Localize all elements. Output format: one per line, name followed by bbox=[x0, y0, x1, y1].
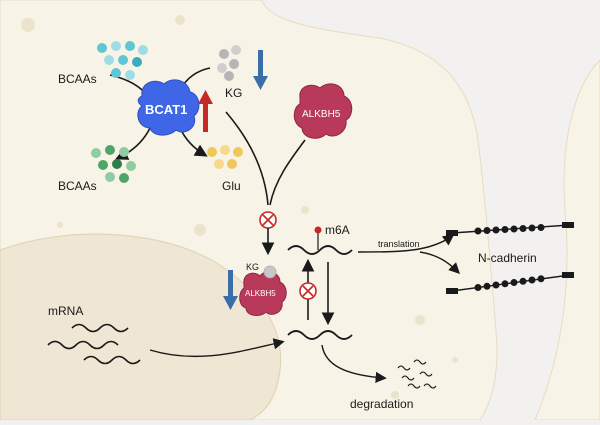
inhibit-icon-top bbox=[259, 211, 277, 229]
kg-molecule bbox=[263, 265, 277, 279]
arrow-mrna-to-methylation bbox=[149, 338, 285, 358]
mrna-demethylated bbox=[287, 330, 353, 340]
n-cadherin-top bbox=[446, 222, 574, 236]
arrow-to-degradation bbox=[321, 344, 387, 383]
red-up-arrow bbox=[198, 90, 213, 132]
decorative-dots bbox=[21, 15, 458, 399]
label-translation: translation bbox=[378, 239, 420, 249]
n-cadherin-bottom bbox=[446, 272, 574, 294]
arrow-translation-2 bbox=[419, 251, 460, 274]
m6a-mark bbox=[314, 226, 322, 234]
bcaa-cluster-bottom bbox=[91, 145, 136, 183]
label-alkbh5: ALKBH5 bbox=[302, 109, 341, 120]
mrna-methylated bbox=[287, 245, 353, 255]
label-glu: Glu bbox=[222, 179, 241, 193]
blue-down-arrow-nuclear bbox=[223, 270, 238, 310]
glu-cluster bbox=[207, 145, 243, 169]
label-bcaas-in: BCAAs bbox=[58, 72, 97, 86]
bcat1-enzyme: BCAT1 bbox=[137, 79, 200, 136]
label-n-cadherin: N-cadherin bbox=[478, 251, 537, 265]
alkbh5-nuclear: ALKBH5 bbox=[239, 265, 287, 316]
arrow-translation bbox=[357, 234, 455, 253]
bcaa-cluster-top bbox=[97, 41, 148, 80]
degraded-rna-fragments bbox=[397, 359, 437, 389]
inhibit-icon-mid bbox=[299, 282, 317, 300]
label-mrna: mRNA bbox=[48, 304, 83, 318]
kg-cluster bbox=[217, 45, 241, 81]
blue-down-arrow-kg bbox=[253, 50, 268, 90]
label-bcat1: BCAT1 bbox=[145, 102, 187, 117]
label-kg-top: KG bbox=[225, 86, 242, 100]
mrna-cluster bbox=[47, 323, 141, 365]
alkbh5-enzyme: ALKBH5 bbox=[293, 83, 353, 139]
label-degradation: degradation bbox=[350, 397, 413, 411]
label-m6a: m6A bbox=[325, 223, 350, 237]
line-kg-to-block bbox=[225, 111, 269, 206]
line-alkbh5-to-block bbox=[269, 139, 306, 206]
label-bcaas-out: BCAAs bbox=[58, 179, 97, 193]
label-alkbh5-nuclear: ALKBH5 bbox=[245, 289, 276, 298]
label-kg-nuclear: KG bbox=[246, 262, 259, 272]
